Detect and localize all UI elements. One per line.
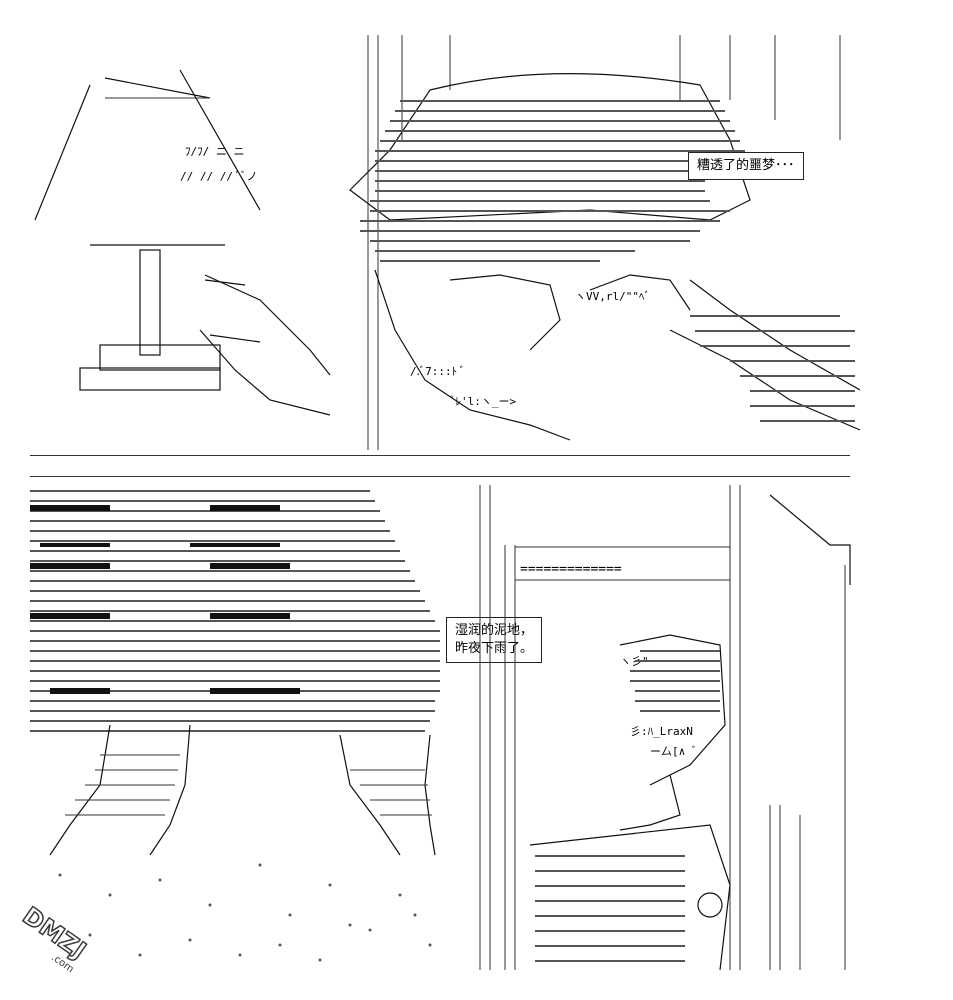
wall-bars — [769, 805, 801, 970]
lamp-stand — [79, 244, 225, 391]
hand-illustration — [199, 274, 331, 416]
lamp-shade: // // // ﾞﾞノ ﾌ/ﾌ/ ニ ニ — [34, 69, 261, 221]
svg-text:ー厶[∧ ﾞ: ー厶[∧ ﾞ — [650, 745, 697, 758]
curtain-lines — [367, 35, 841, 450]
svg-text:// // // ﾞﾞノ: // // // ﾞﾞノ — [180, 170, 257, 183]
svg-text:ヽ彡": ヽ彡" — [620, 655, 649, 668]
svg-text:ﾌ/ﾌ/ ニ ニ: ﾌ/ﾌ/ ニ ニ — [185, 145, 245, 158]
svg-text:彡:ﾊ_LraxN: 彡:ﾊ_LraxN — [630, 725, 693, 738]
blanket — [669, 279, 860, 431]
seated-character: ヽ彡" 彡:ﾊ_LraxN ー厶[∧ ﾞ — [619, 634, 726, 831]
bottom-left-panel-ascii-art — [30, 485, 460, 970]
striped-shorts — [30, 490, 440, 732]
svg-text:ﾞﾚ'l:ヽ_ー>: ﾞﾚ'l:ヽ_ー> — [450, 395, 516, 408]
panel-divider — [30, 476, 850, 477]
character-hair — [349, 73, 751, 262]
wet-ground-dots — [58, 863, 432, 962]
panel-divider — [30, 455, 850, 456]
bottom-right-panel-ascii-art: ============= ヽ彡" 彡:ﾊ_LraxN ー厶[∧ ﾞ — [470, 485, 860, 970]
svg-text:ヽVV,rl/""ﾍﾞ: ヽVV,rl/""ﾍﾞ — [575, 290, 650, 303]
caption-wet-ground: 湿润的泥地， 昨夜下雨了。 — [446, 617, 543, 663]
window-frame — [479, 485, 846, 970]
caption-nightmare: 糟透了的噩梦･･･ — [688, 152, 804, 180]
legs — [49, 724, 436, 856]
dmzj-watermark-logo: DMZJ .com — [10, 890, 110, 985]
stripe-bands — [30, 505, 300, 694]
top-panel-ascii-art: // // // ﾞﾞノ ﾌ/ﾌ/ ニ ニ — [30, 30, 860, 450]
svg-text:/.ﾞ7:::ﾄ ﾞ: /.ﾞ7:::ﾄ ﾞ — [410, 365, 465, 378]
character-face: ヽVV,rl/""ﾍﾞ /.ﾞ7:::ﾄ ﾞ ﾞﾚ'l:ヽ_ー> — [374, 269, 691, 441]
window-sill: ============= — [520, 494, 851, 585]
bench-crate — [529, 824, 731, 970]
svg-text:=============: ============= — [520, 562, 622, 577]
